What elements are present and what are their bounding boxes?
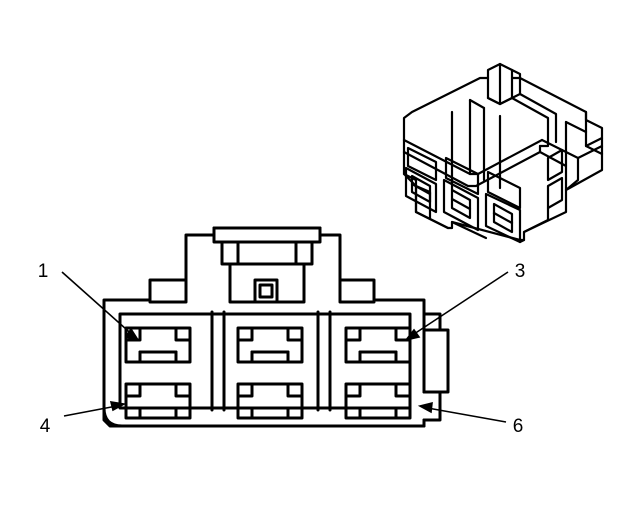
cavity-top-left — [124, 326, 192, 364]
iso-lock-arm — [510, 96, 550, 148]
front-top-latch — [212, 226, 322, 304]
callout-leaders — [61, 271, 509, 423]
iso-top-deck-edge-2 — [402, 138, 544, 176]
callout-1-arrowhead — [124, 327, 140, 342]
iso-cavity-upper-mid — [444, 156, 480, 196]
iso-skirt-right — [522, 218, 550, 234]
iso-cavity-front-left — [404, 166, 438, 214]
iso-cavity-front-mid — [442, 178, 480, 232]
callout-3-arrowhead — [403, 328, 421, 342]
callout-label-6: 6 — [513, 416, 524, 437]
isometric-connector-view — [402, 62, 604, 244]
iso-latch-tab-side — [510, 68, 522, 100]
iso-right-wall-5 — [564, 150, 580, 192]
callout-label-1: 1 — [38, 261, 49, 282]
cavity-top-middle — [236, 326, 304, 364]
front-face-connector-view — [102, 226, 450, 428]
callout-1-leader — [61, 271, 137, 339]
iso-cavity-side-upper — [546, 148, 564, 182]
cavity-top-right — [344, 326, 412, 364]
iso-cavity-upper-left — [406, 146, 438, 182]
callout-label-4: 4 — [40, 416, 51, 437]
iso-skirt-left — [414, 210, 450, 230]
iso-lock-arm-2 — [518, 92, 558, 144]
iso-right-wall-6 — [576, 144, 604, 160]
cavity-bottom-middle — [236, 382, 304, 420]
callout-3-leader — [407, 271, 509, 339]
front-right-shoulder — [338, 278, 376, 304]
cavity-bottom-right — [344, 382, 412, 420]
iso-right-wall-2 — [564, 120, 588, 134]
iso-skirt-mid — [450, 220, 488, 240]
front-housing-outline — [102, 226, 450, 428]
iso-center-rib-top — [468, 98, 486, 110]
iso-skirt-right-3 — [518, 238, 526, 244]
front-housing-bottom-left-corner — [102, 406, 124, 428]
front-left-shoulder — [148, 278, 188, 304]
callout-4-arrowhead — [109, 401, 127, 412]
iso-cavity-upper-right — [486, 170, 522, 210]
callout-6-arrowhead — [417, 401, 433, 414]
callout-label-3: 3 — [515, 261, 526, 282]
iso-cavity-side-lower — [546, 176, 564, 210]
cavity-bottom-left — [124, 382, 192, 420]
callout-6-leader — [421, 406, 507, 423]
iso-right-wall-4 — [584, 136, 604, 148]
